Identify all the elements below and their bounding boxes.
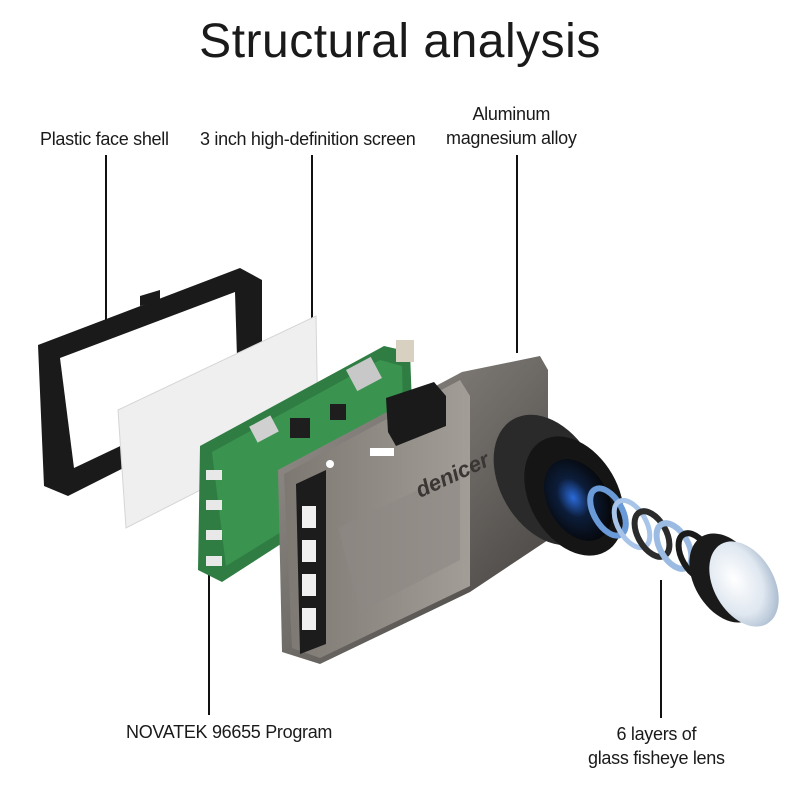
leader-lens	[660, 580, 662, 718]
label-program: NOVATEK 96655 Program	[126, 722, 333, 742]
leader-screen	[311, 155, 313, 320]
dashcam-body	[278, 356, 548, 664]
usb-port	[370, 448, 394, 456]
label-alloy-line1: Aluminum	[472, 104, 551, 124]
leader-face-shell	[105, 155, 107, 320]
button-2	[302, 540, 316, 562]
leader-program	[208, 575, 210, 715]
glass-lens-elements	[587, 485, 779, 627]
button-4	[302, 608, 316, 630]
label-alloy: Aluminum magnesium alloy	[446, 102, 577, 150]
label-alloy-line2: magnesium alloy	[446, 128, 577, 148]
label-lens-line1: 6 layers of	[616, 724, 697, 744]
label-plastic-face-shell: Plastic face shell	[40, 129, 169, 149]
label-lens-line2: glass fisheye lens	[588, 748, 725, 768]
button-1	[302, 506, 316, 528]
label-fisheye-lens: 6 layers of glass fisheye lens	[588, 722, 725, 770]
button-3	[302, 574, 316, 596]
page-title: Structural analysis	[199, 15, 601, 68]
leader-alloy	[516, 155, 518, 353]
label-screen: 3 inch high-definition screen	[200, 129, 416, 149]
face-shell-frame	[38, 268, 262, 496]
